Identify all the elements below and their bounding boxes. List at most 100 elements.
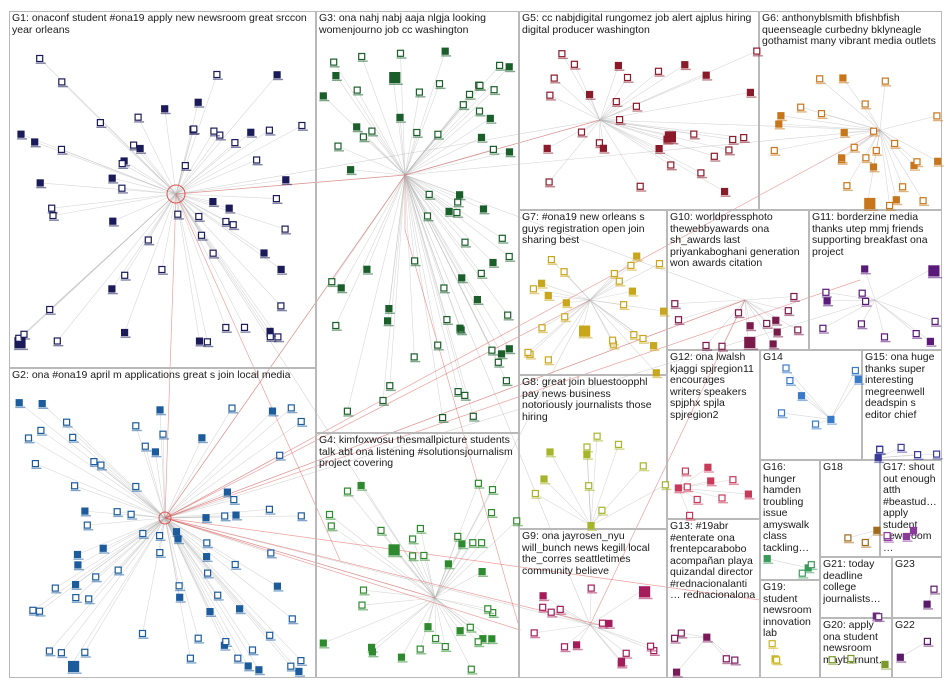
node-g2[interactable] [92,573,100,581]
node-g11[interactable] [858,289,866,297]
node-g2[interactable] [45,647,54,655]
node-g6[interactable] [890,139,899,148]
node-g16[interactable] [798,569,806,577]
node-g8[interactable] [639,462,647,470]
node-g3[interactable] [458,274,466,282]
node-g4[interactable] [467,665,475,673]
node-g7[interactable] [537,279,546,287]
node-g1[interactable] [108,174,116,182]
node-g2[interactable] [138,629,147,638]
node-g3[interactable] [385,305,393,313]
node-g2[interactable] [255,666,263,674]
node-g3[interactable] [456,324,464,332]
node-g4[interactable] [420,551,428,560]
node-g2[interactable] [51,584,59,592]
node-g5[interactable] [655,145,663,153]
node-g13[interactable] [722,655,730,663]
node-g3[interactable] [505,252,513,261]
node-g1[interactable] [190,125,198,133]
node-g3[interactable] [443,316,451,324]
node-g5[interactable] [697,169,705,177]
node-g1[interactable] [108,285,116,293]
node-g6[interactable] [797,103,805,111]
node-g10[interactable] [744,336,756,348]
node-g18[interactable] [861,538,869,547]
node-g3[interactable] [413,128,421,137]
node-g6[interactable] [869,127,878,135]
node-g6[interactable] [913,158,921,166]
node-g14[interactable] [777,409,786,417]
node-g3[interactable] [434,341,442,349]
node-g8[interactable] [540,475,548,483]
node-g1[interactable] [298,121,306,130]
node-g7[interactable] [560,268,568,276]
node-g4[interactable] [441,642,449,651]
node-g2[interactable] [90,458,98,466]
node-g4[interactable] [432,634,440,643]
node-g18[interactable] [844,534,852,542]
node-g11[interactable] [861,297,870,305]
node-g6[interactable] [933,112,941,120]
node-g1[interactable] [121,271,129,279]
node-g6[interactable] [898,183,907,191]
node-g3[interactable] [330,58,338,66]
node-g2[interactable] [231,560,239,569]
node-g2[interactable] [159,430,167,438]
node-g3[interactable] [469,412,477,420]
node-g1[interactable] [253,156,261,164]
node-g1[interactable] [174,210,182,218]
node-g20[interactable] [828,656,836,664]
node-g5[interactable] [702,71,710,79]
node-g3[interactable] [477,269,485,277]
node-g3[interactable] [434,130,442,138]
node-g2[interactable] [156,548,164,557]
node-g3[interactable] [343,407,351,415]
node-g2[interactable] [175,582,183,590]
node-g3[interactable] [459,101,467,109]
node-g3[interactable] [359,133,367,141]
node-g5[interactable] [550,74,558,82]
node-g1[interactable] [144,236,152,244]
node-g1[interactable] [96,118,105,127]
node-g2[interactable] [69,433,77,441]
node-g6[interactable] [862,154,870,162]
node-g2[interactable] [265,505,273,513]
node-g11[interactable] [912,330,920,338]
node-g5[interactable] [746,88,755,97]
node-g2[interactable] [287,662,295,670]
node-g2[interactable] [203,539,211,547]
node-g2[interactable] [73,550,82,559]
node-g3[interactable] [353,86,361,94]
node-g15[interactable] [876,445,884,454]
node-g2[interactable] [99,544,107,552]
node-g4[interactable] [456,627,464,635]
node-g14[interactable] [811,420,820,428]
node-g6[interactable] [770,146,778,155]
node-g11[interactable] [931,317,939,325]
node-g3[interactable] [453,208,461,217]
node-g5[interactable] [729,135,737,144]
node-g3[interactable] [461,391,469,399]
node-g1[interactable] [120,328,129,337]
node-g3[interactable] [496,61,504,70]
node-g3[interactable] [497,350,506,358]
node-g2[interactable] [113,508,121,516]
node-g13[interactable] [677,629,685,637]
node-g1[interactable] [58,78,66,86]
node-g2[interactable] [132,422,140,430]
node-g6[interactable] [881,77,889,85]
node-g4[interactable] [474,479,482,487]
node-g8[interactable] [593,432,601,440]
node-g3[interactable] [328,278,336,286]
node-g7[interactable] [630,331,638,339]
node-g10[interactable] [671,300,679,308]
node-g3[interactable] [396,49,405,57]
node-g7[interactable] [639,334,647,343]
node-g3[interactable] [425,190,433,198]
node-g9[interactable] [638,586,651,598]
node-g6[interactable] [919,197,927,205]
node-g7[interactable] [633,252,641,260]
node-g7[interactable] [610,269,619,278]
node-g1[interactable] [260,249,268,257]
node-g4[interactable] [327,522,335,530]
